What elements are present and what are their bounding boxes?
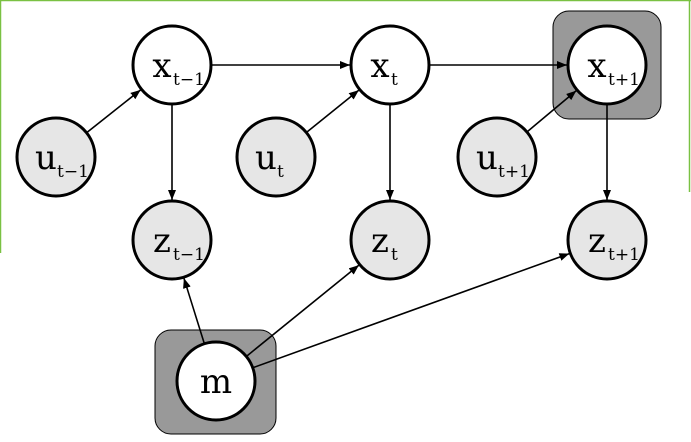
node-circle-z-t-plus-1 — [566, 199, 648, 281]
node-label-z-t-plus-1: z — [588, 221, 606, 261]
node-label-u-t: u — [255, 138, 277, 178]
node-label-x-t-plus-1: x — [587, 46, 606, 86]
edge-u-t-to-x-t — [306, 89, 360, 133]
node-circle-m — [175, 340, 257, 422]
node-label-m: m — [200, 362, 232, 402]
node-circle-u-t-plus-1 — [456, 116, 538, 198]
node-circle-z-t — [349, 199, 431, 281]
node-label-z-t-minus-1: z — [153, 221, 171, 261]
node-circle-x-t — [349, 24, 431, 106]
node-subscript-u-t: t — [277, 162, 284, 182]
node-m: m — [175, 340, 257, 422]
node-subscript-u-t-plus-1: t+1 — [498, 162, 530, 182]
node-subscript-z-t-plus-1: t+1 — [608, 245, 640, 265]
edge-m-to-z-t — [246, 264, 360, 357]
node-label-x-t-minus-1: x — [152, 46, 171, 86]
node-subscript-u-t-minus-1: t−1 — [57, 162, 89, 182]
node-subscript-z-t-minus-1: t−1 — [173, 245, 205, 265]
node-label-u-t-plus-1: u — [476, 138, 498, 178]
edge-u-t-plus-1-to-x-t-plus-1 — [527, 90, 577, 132]
node-subscript-z-t: t — [391, 245, 398, 265]
node-circle-u-t-minus-1 — [15, 116, 97, 198]
node-subscript-x-t-plus-1: t+1 — [608, 70, 640, 90]
node-circle-x-t-plus-1 — [566, 24, 648, 106]
edge-m-to-z-t-plus-1 — [253, 252, 570, 369]
node-label-z-t: z — [371, 221, 389, 261]
node-circle-u-t — [235, 116, 317, 198]
node-subscript-x-t: t — [391, 70, 398, 90]
node-circle-z-t-minus-1 — [131, 199, 213, 281]
node-label-x-t: x — [370, 46, 389, 86]
edge-m-to-z-t-minus-1 — [183, 277, 205, 344]
edge-u-t-minus-1-to-x-t-minus-1 — [86, 89, 142, 133]
node-subscript-x-t-minus-1: t−1 — [173, 70, 205, 90]
frame-border — [0, 0, 691, 253]
edges — [86, 61, 611, 369]
node-circle-x-t-minus-1 — [131, 24, 213, 106]
node-label-u-t-minus-1: u — [35, 138, 57, 178]
